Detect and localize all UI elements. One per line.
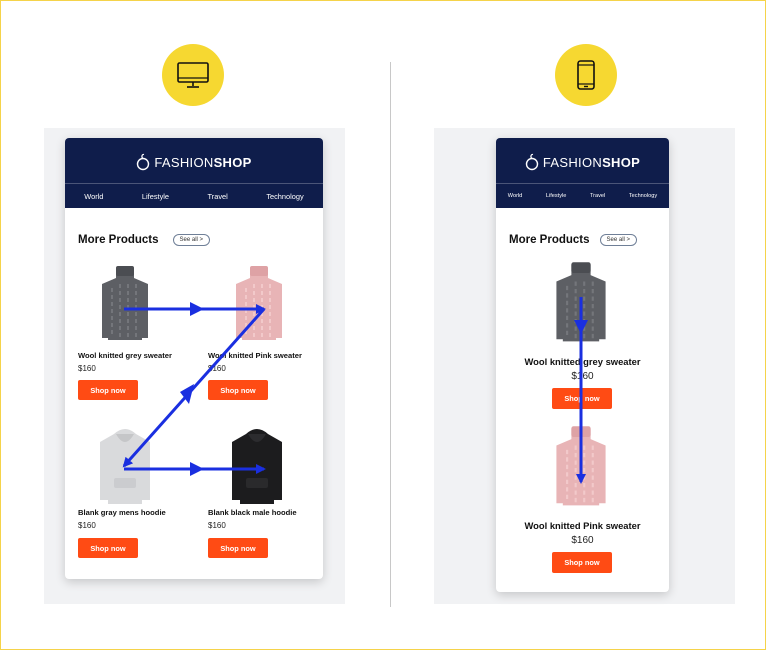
section-title: More Products xyxy=(78,234,159,246)
see-all-button[interactable]: See all > xyxy=(172,234,211,246)
product-price: $160 xyxy=(78,364,96,373)
see-all-button[interactable]: See all > xyxy=(599,234,638,246)
smartphone-icon xyxy=(575,59,597,91)
shop-now-button[interactable]: Shop now xyxy=(208,380,268,400)
product-card: Wool knitted Pink sweater $160 Shop now xyxy=(496,424,669,574)
product-card: Wool knitted grey sweater $160 Shop now xyxy=(496,260,669,410)
black-hoodie-image xyxy=(224,428,290,513)
desktop-email-card: FASHIONSHOP World Lifestyle Travel Techn… xyxy=(65,138,323,579)
nav-item-lifestyle[interactable]: Lifestyle xyxy=(141,191,170,201)
nav-divider xyxy=(65,183,323,184)
product-price: $160 xyxy=(208,521,226,530)
desktop-header: FASHIONSHOP World Lifestyle Travel Techn… xyxy=(65,138,323,208)
desktop-badge xyxy=(162,44,224,106)
brand-name-light: FASHION xyxy=(154,154,214,170)
shop-now-button[interactable]: Shop now xyxy=(208,538,268,558)
layout-divider xyxy=(390,62,391,607)
brand-name: FASHIONSHOP xyxy=(154,155,251,170)
pink-sweater-image xyxy=(550,424,612,517)
product-card: Wool knitted Pink sweater $160 Shop now xyxy=(208,262,323,402)
brand-name-bold: SHOP xyxy=(602,154,641,170)
nav-item-technology[interactable]: Technology xyxy=(266,191,304,201)
grey-sweater-image xyxy=(96,264,154,351)
section-title: More Products xyxy=(509,234,590,246)
product-price: $160 xyxy=(78,521,96,530)
product-price: $160 xyxy=(571,371,594,382)
product-card: Wool knitted grey sweater $160 Shop now xyxy=(78,262,188,402)
mobile-header: FASHIONSHOP World Lifestyle Travel Techn… xyxy=(496,138,669,208)
nav-item-travel[interactable]: Travel xyxy=(207,191,228,201)
product-card: Blank black male hoodie $160 Shop now xyxy=(208,428,323,568)
product-name: Wool knitted Pink sweater xyxy=(524,520,641,531)
shop-now-button[interactable]: Shop now xyxy=(78,538,138,558)
nav-bar: World Lifestyle Travel Technology xyxy=(65,184,323,208)
mobile-email-card: FASHIONSHOP World Lifestyle Travel Techn… xyxy=(496,138,669,592)
shop-now-button[interactable]: Shop now xyxy=(552,388,612,409)
mobile-badge xyxy=(555,44,617,106)
product-name: Wool knitted grey sweater xyxy=(78,351,172,360)
nav-item-lifestyle[interactable]: Lifestyle xyxy=(545,193,567,199)
brand-name: FASHIONSHOP xyxy=(543,155,640,170)
logo-icon xyxy=(136,153,150,171)
nav-item-world[interactable]: World xyxy=(507,193,523,199)
section-header: More Products See all > xyxy=(509,234,638,246)
nav-item-travel[interactable]: Travel xyxy=(589,193,606,199)
brand-logo[interactable]: FASHIONSHOP xyxy=(496,152,669,172)
product-price: $160 xyxy=(571,535,594,546)
nav-divider xyxy=(496,183,669,184)
product-price: $160 xyxy=(208,364,226,373)
desktop-monitor-icon xyxy=(176,60,210,90)
nav-item-world[interactable]: World xyxy=(84,191,104,201)
grey-sweater-image xyxy=(550,260,612,353)
section-header: More Products See all > xyxy=(78,234,211,246)
shop-now-button[interactable]: Shop now xyxy=(552,552,612,573)
nav-item-technology[interactable]: Technology xyxy=(628,193,658,199)
gray-hoodie-image xyxy=(92,428,158,513)
nav-bar: World Lifestyle Travel Technology xyxy=(496,184,669,208)
product-card: Blank gray mens hoodie $160 Shop now xyxy=(78,428,188,568)
pink-sweater-image xyxy=(230,264,288,351)
product-name: Blank black male hoodie xyxy=(208,508,297,517)
product-name: Blank gray mens hoodie xyxy=(78,508,166,517)
brand-logo[interactable]: FASHIONSHOP xyxy=(65,152,323,172)
logo-icon xyxy=(525,153,539,171)
product-name: Wool knitted Pink sweater xyxy=(208,351,302,360)
brand-name-bold: SHOP xyxy=(213,154,252,170)
shop-now-button[interactable]: Shop now xyxy=(78,380,138,400)
brand-name-light: FASHION xyxy=(542,154,603,170)
product-name: Wool knitted grey sweater xyxy=(524,356,641,367)
